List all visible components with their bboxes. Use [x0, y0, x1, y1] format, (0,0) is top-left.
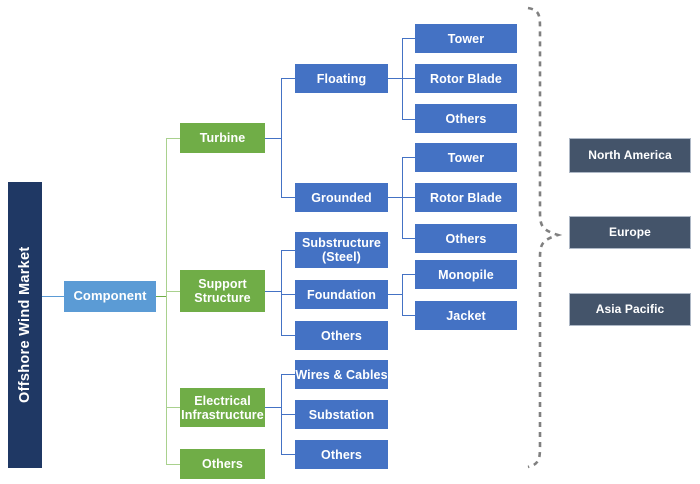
node-rotor-blade-floating[interactable]: Rotor Blade: [415, 64, 517, 93]
connector-support-structure-vertical: [281, 250, 282, 335]
node-region-north-america[interactable]: North America: [569, 138, 691, 173]
root-title-bar: Offshore Wind Market: [8, 182, 42, 468]
connector-floating-to-tower: [402, 38, 415, 39]
node-wires-and-cables[interactable]: Wires & Cables: [295, 360, 388, 389]
node-monopile[interactable]: Monopile: [415, 260, 517, 289]
node-substructure-steel[interactable]: Substructure (Steel): [295, 232, 388, 268]
node-others-component[interactable]: Others: [180, 449, 265, 479]
connector-electrical-out: [265, 407, 281, 408]
node-turbine[interactable]: Turbine: [180, 123, 265, 153]
connector-to-substructure: [281, 250, 295, 251]
connector-to-others-electrical: [281, 454, 295, 455]
connector-to-substation: [281, 414, 295, 415]
node-electrical-infrastructure[interactable]: Electrical Infrastructure: [180, 388, 265, 427]
node-others-grounded[interactable]: Others: [415, 224, 517, 253]
node-others-support-structure[interactable]: Others: [295, 321, 388, 350]
node-region-europe[interactable]: Europe: [569, 216, 691, 249]
connector-root-to-component: [42, 296, 64, 297]
node-component[interactable]: Component: [64, 281, 156, 312]
connector-trunk-vertical: [166, 138, 167, 464]
connector-grounded-to-tower: [402, 157, 415, 158]
node-region-asia-pacific[interactable]: Asia Pacific: [569, 293, 691, 326]
connector-floating-out: [388, 78, 402, 79]
connector-floating-to-others: [402, 119, 415, 120]
connector-turbine-out: [265, 138, 281, 139]
connector-support-structure-out: [265, 291, 281, 292]
connector-foundation-to-monopile: [402, 274, 415, 275]
node-others-electrical[interactable]: Others: [295, 440, 388, 469]
connector-foundation-out: [388, 294, 402, 295]
connector-trunk-to-support-structure: [166, 291, 180, 292]
connector-grounded-out: [388, 197, 402, 198]
connector-grounded-to-others: [402, 238, 415, 239]
connector-grounded-to-rotor-blade: [402, 197, 415, 198]
node-rotor-blade-grounded[interactable]: Rotor Blade: [415, 183, 517, 212]
connector-to-wires-cables: [281, 374, 295, 375]
node-substation[interactable]: Substation: [295, 400, 388, 429]
connector-to-floating: [281, 78, 295, 79]
connector-component-to-trunk: [156, 296, 166, 297]
node-floating[interactable]: Floating: [295, 64, 388, 93]
connector-turbine-vertical: [281, 78, 282, 198]
node-jacket[interactable]: Jacket: [415, 301, 517, 330]
connector-to-foundation: [281, 294, 295, 295]
connector-to-grounded: [281, 197, 295, 198]
connector-trunk-to-turbine: [166, 138, 180, 139]
node-tower-floating[interactable]: Tower: [415, 24, 517, 53]
connector-foundation-to-jacket: [402, 315, 415, 316]
connector-to-others-support: [281, 335, 295, 336]
node-foundation[interactable]: Foundation: [295, 280, 388, 309]
connector-trunk-to-others: [166, 464, 180, 465]
connector-trunk-to-electrical-infrastructure: [166, 407, 180, 408]
node-tower-grounded[interactable]: Tower: [415, 143, 517, 172]
node-others-floating[interactable]: Others: [415, 104, 517, 133]
node-grounded[interactable]: Grounded: [295, 183, 388, 212]
connector-floating-to-rotor-blade: [402, 78, 415, 79]
node-support-structure[interactable]: Support Structure: [180, 270, 265, 312]
connector-foundation-vertical: [402, 274, 403, 315]
